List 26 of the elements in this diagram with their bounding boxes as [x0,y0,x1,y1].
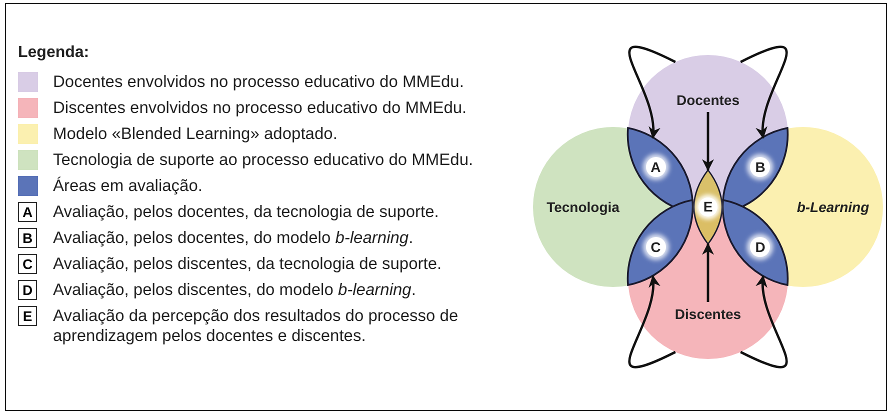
arrow [702,242,714,302]
circle-label: Tecnologia [546,199,620,215]
key-letter: A [18,202,37,222]
legend-text: Docentes envolvidos no processo educativo do MMEdu. [53,72,464,92]
key-letter: E [18,306,37,326]
circle-label: Discentes [674,306,742,322]
legend-text: Áreas em avaliação. [53,176,202,196]
legend-title: Legenda: [18,44,90,62]
arrow [740,275,788,368]
arrow [740,46,788,139]
key-description: Avaliação, pelos docentes, da tecnologia de suporte. [53,202,439,222]
arrow [702,112,714,172]
legend-text: Discentes envolvidos no processo educativo do MMEdu. [53,98,467,118]
key-description: Avaliação, pelos docentes, do modelo b-learning. [53,228,414,248]
key-letter: C [18,254,37,274]
legend-text: Modelo «Blended Learning» adoptado. [53,124,338,144]
key-description: Avaliação da percepção dos resultados do processo de aprendizagem pelos docentes e discentes. [53,306,460,346]
key-letter: B [18,228,37,248]
key-description: Avaliação, pelos discentes, da tecnologia de suporte. [53,254,442,274]
key-letter: D [18,280,37,300]
arrow [628,46,676,139]
legend-text: Tecnologia de suporte ao processo educativo do MMEdu. [53,150,474,170]
key-description: Avaliação, pelos discentes, do modelo b-learning. [53,280,416,300]
circle-label: Docentes [676,92,740,108]
circle-label: b-Learning [796,199,870,215]
arrow [628,275,676,368]
